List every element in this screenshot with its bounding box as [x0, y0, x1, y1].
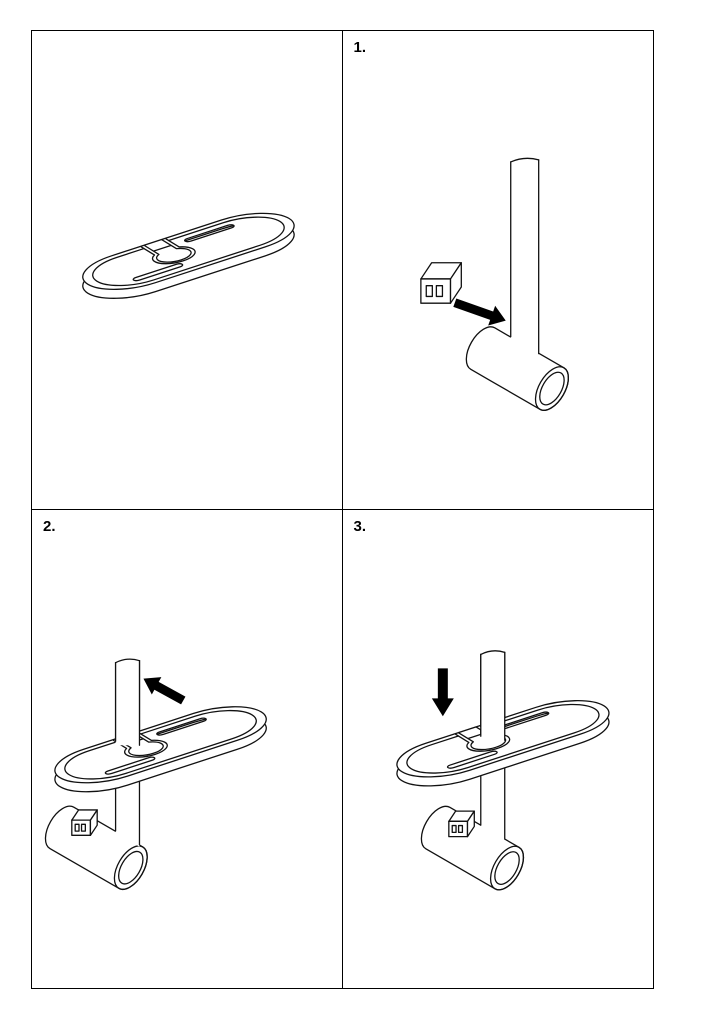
- clip-part: [419, 261, 462, 305]
- panel-step-1: 1.: [342, 31, 653, 510]
- tray-part: [32, 697, 294, 801]
- pole-part-front: [479, 649, 505, 741]
- step-1-illustration: [419, 157, 576, 417]
- press-down-arrow-icon: [431, 667, 454, 716]
- parts-overview-illustration: [55, 204, 322, 308]
- slide-arrow-icon: [143, 676, 186, 704]
- step-number: 1.: [353, 39, 367, 56]
- tray-part: [55, 204, 322, 308]
- step-number: 3.: [353, 517, 367, 535]
- clip-part: [447, 810, 475, 837]
- step-3-illustration: [369, 649, 636, 896]
- instruction-sheet: 1. 2.: [31, 30, 654, 989]
- panel-step-2: 2.: [32, 509, 343, 988]
- panel-step-3: 3.: [343, 510, 654, 989]
- panel-parts-overview: [32, 31, 343, 510]
- step-number: 2.: [43, 517, 56, 535]
- pole-part: [509, 157, 539, 365]
- insert-arrow-icon: [452, 298, 506, 326]
- step-2-illustration: [32, 657, 294, 895]
- clip-part: [71, 808, 98, 836]
- pole-part-front: [114, 657, 141, 746]
